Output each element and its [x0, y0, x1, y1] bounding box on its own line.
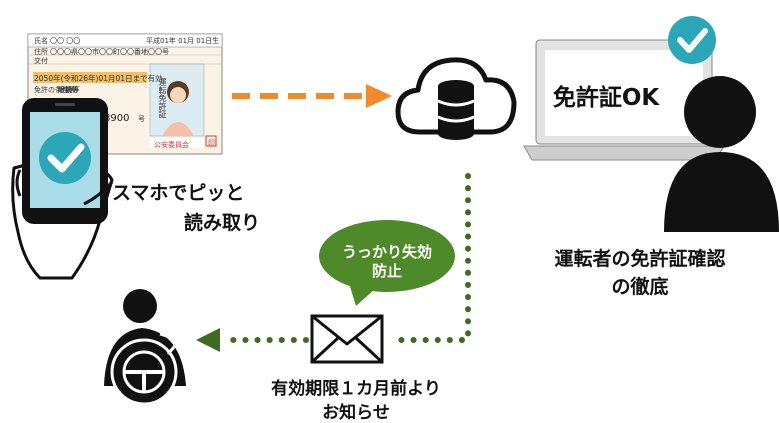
license-ok-label: 免許証OK — [552, 85, 660, 111]
notice-line1: 有効期限１カ月前より — [271, 379, 441, 399]
scan-label-line1: スマホでピッと — [112, 182, 245, 204]
laptop-check-icon — [668, 16, 716, 64]
license-seal-text: 印 — [208, 139, 215, 147]
license-conditions-label: 免許の条件等 — [34, 86, 76, 94]
scan-label-line2: 読み取り — [184, 212, 261, 234]
bubble-line2: 防止 — [371, 262, 402, 280]
driver-icon — [104, 289, 186, 406]
license-vertical-label: 運転免許証 — [158, 78, 167, 118]
check-icon — [39, 132, 91, 184]
bubble-line1: うっかり失効 — [341, 243, 432, 261]
license-conditions-value: 眼鏡等 — [58, 86, 79, 94]
notice-line2: お知らせ — [322, 403, 390, 423]
license-seal — [205, 135, 217, 147]
license-name-value: 〇〇 〇〇 — [50, 37, 81, 45]
driver-check-line1: 運転者の免許証確認 — [554, 248, 726, 270]
license-address-label: 住所 — [34, 48, 48, 56]
license-number: 8900 — [104, 113, 130, 124]
driver-check-line2: の徹底 — [611, 276, 669, 298]
license-expiry: 2050年(令和26年)01月01日まで有効 — [34, 74, 163, 83]
license-issuer: 公安委員会 — [154, 141, 189, 149]
license-address-value: 〇〇〇県〇〇市〇〇町〇〇番地〇〇号 — [50, 48, 169, 56]
cloud-database-icon — [395, 57, 517, 140]
bubble-text: うっかり失効 防止 — [322, 243, 452, 281]
warning-bubble — [319, 220, 455, 306]
notification-connector — [196, 173, 471, 352]
upload-arrow — [232, 84, 392, 108]
person-icon — [664, 76, 779, 232]
envelope-icon — [310, 314, 384, 364]
license-number-suffix: 号 — [138, 115, 145, 123]
license-name-label: 氏名 — [34, 37, 48, 45]
laptop-icon — [523, 39, 725, 161]
license-issue-label: 交付 — [34, 57, 48, 65]
license-text-block: 氏名 〇〇 〇〇 平成01年 01月 01日生 住所 〇〇〇県〇〇市〇〇町〇〇番… — [28, 34, 222, 154]
license-birth-date: 平成01年 01月 01日生 — [146, 37, 220, 45]
